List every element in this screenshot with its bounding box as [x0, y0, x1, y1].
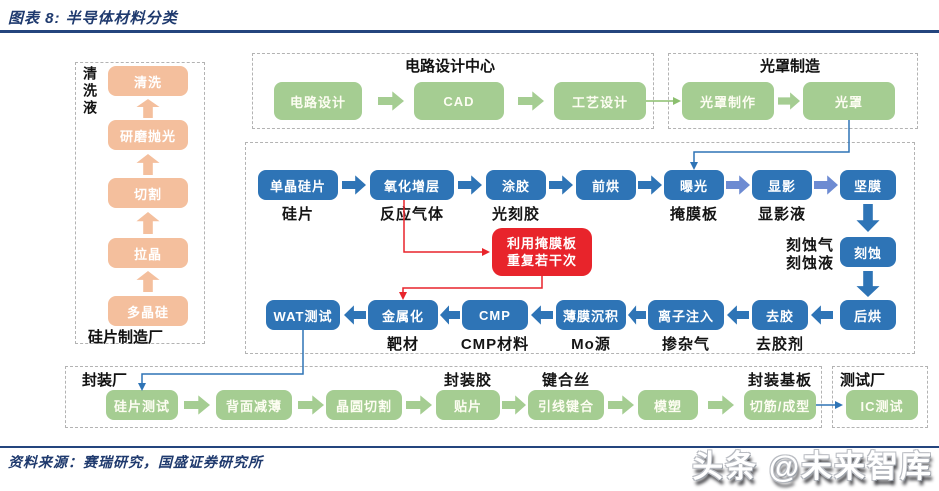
wafer-plant-box [75, 62, 205, 344]
header-rule [0, 30, 939, 33]
material-package-substrate: 封装基板 [747, 372, 812, 389]
step-postbake: 后烘 [840, 300, 896, 330]
step-cmp: CMP [462, 300, 528, 330]
step-prebake: 前烘 [576, 170, 636, 200]
step-backgrinding: 背面减薄 [216, 390, 292, 420]
design-center-box [252, 53, 654, 129]
test-plant-box [832, 366, 928, 428]
watermark: 头条 @未来智库 [692, 449, 933, 484]
step-wat-test: WAT测试 [266, 300, 340, 330]
material-stripper: 去胶剂 [755, 336, 804, 353]
step-polysilicon: 多晶硅 [108, 296, 188, 326]
wafer-plant-label: 硅片制造厂 [88, 329, 164, 346]
repeat-note: 利用掩膜板 重复若干次 [492, 228, 592, 276]
step-polishing: 研磨抛光 [108, 120, 188, 150]
step-cleaning: 清洗 [108, 66, 188, 96]
wafer-plant-side-label: 清洗液 [82, 66, 98, 117]
step-cad: CAD [414, 82, 504, 120]
footer-rule [0, 446, 939, 448]
step-process-design: 工艺设计 [554, 82, 646, 120]
step-hardbake: 坚膜 [840, 170, 896, 200]
step-molding: 模塑 [638, 390, 698, 420]
design-center-title: 电路设计中心 [405, 58, 496, 75]
step-cutting: 切割 [108, 178, 188, 208]
material-cmp: CMP材料 [460, 336, 530, 353]
step-trim-form: 切筋/成型 [744, 390, 816, 420]
step-metallization: 金属化 [368, 300, 438, 330]
step-oxidation: 氧化增层 [370, 170, 454, 200]
material-reaction-gas: 反应气体 [379, 206, 444, 223]
step-die-attach: 贴片 [436, 390, 500, 420]
material-molding-compound: 封装胶 [443, 372, 492, 389]
step-wafer-test: 硅片测试 [106, 390, 178, 420]
step-mask: 光罩 [803, 82, 895, 120]
material-developer: 显影液 [757, 206, 806, 223]
step-development: 显影 [752, 170, 812, 200]
step-wafer-dicing: 晶圆切割 [326, 390, 402, 420]
step-ion-implantation: 离子注入 [648, 300, 724, 330]
figure-title: 图表 8: 半导体材料分类 [8, 10, 178, 27]
fab-box [245, 142, 915, 354]
mask-plant-title: 光罩制造 [760, 58, 821, 75]
packaging-box [65, 366, 822, 428]
material-mask-plate: 掩膜板 [669, 206, 718, 223]
material-bonding-wire: 键合丝 [541, 372, 590, 389]
step-monocrystal-wafer: 单晶硅片 [258, 170, 338, 200]
step-strip-resist: 去胶 [752, 300, 808, 330]
step-etching: 刻蚀 [840, 237, 896, 267]
material-target: 靶材 [386, 336, 419, 353]
packaging-label: 封装厂 [82, 372, 128, 389]
material-etch-gas: 刻蚀气 [785, 237, 834, 254]
step-coating: 涂胶 [486, 170, 546, 200]
step-mask-making: 光罩制作 [682, 82, 774, 120]
step-ic-test: IC测试 [846, 390, 918, 420]
repeat-note-line1: 利用掩膜板 [506, 236, 577, 251]
material-wafer: 硅片 [281, 206, 314, 223]
material-photoresist: 光刻胶 [491, 206, 540, 223]
repeat-note-line2: 重复若干次 [506, 253, 577, 268]
test-plant-label: 测试厂 [840, 372, 886, 389]
step-exposure: 曝光 [664, 170, 724, 200]
material-dopant-gas: 掺杂气 [661, 336, 710, 353]
step-wire-bonding: 引线键合 [528, 390, 604, 420]
source-note: 资料来源：赛瑞研究，国盛证券研究所 [8, 454, 263, 470]
step-circuit-design: 电路设计 [274, 82, 362, 120]
step-crystal-pulling: 拉晶 [108, 238, 188, 268]
material-mo-source: Mo源 [571, 336, 611, 353]
material-etch-liquid: 刻蚀液 [785, 255, 834, 272]
step-thin-film-deposition: 薄膜沉积 [556, 300, 626, 330]
